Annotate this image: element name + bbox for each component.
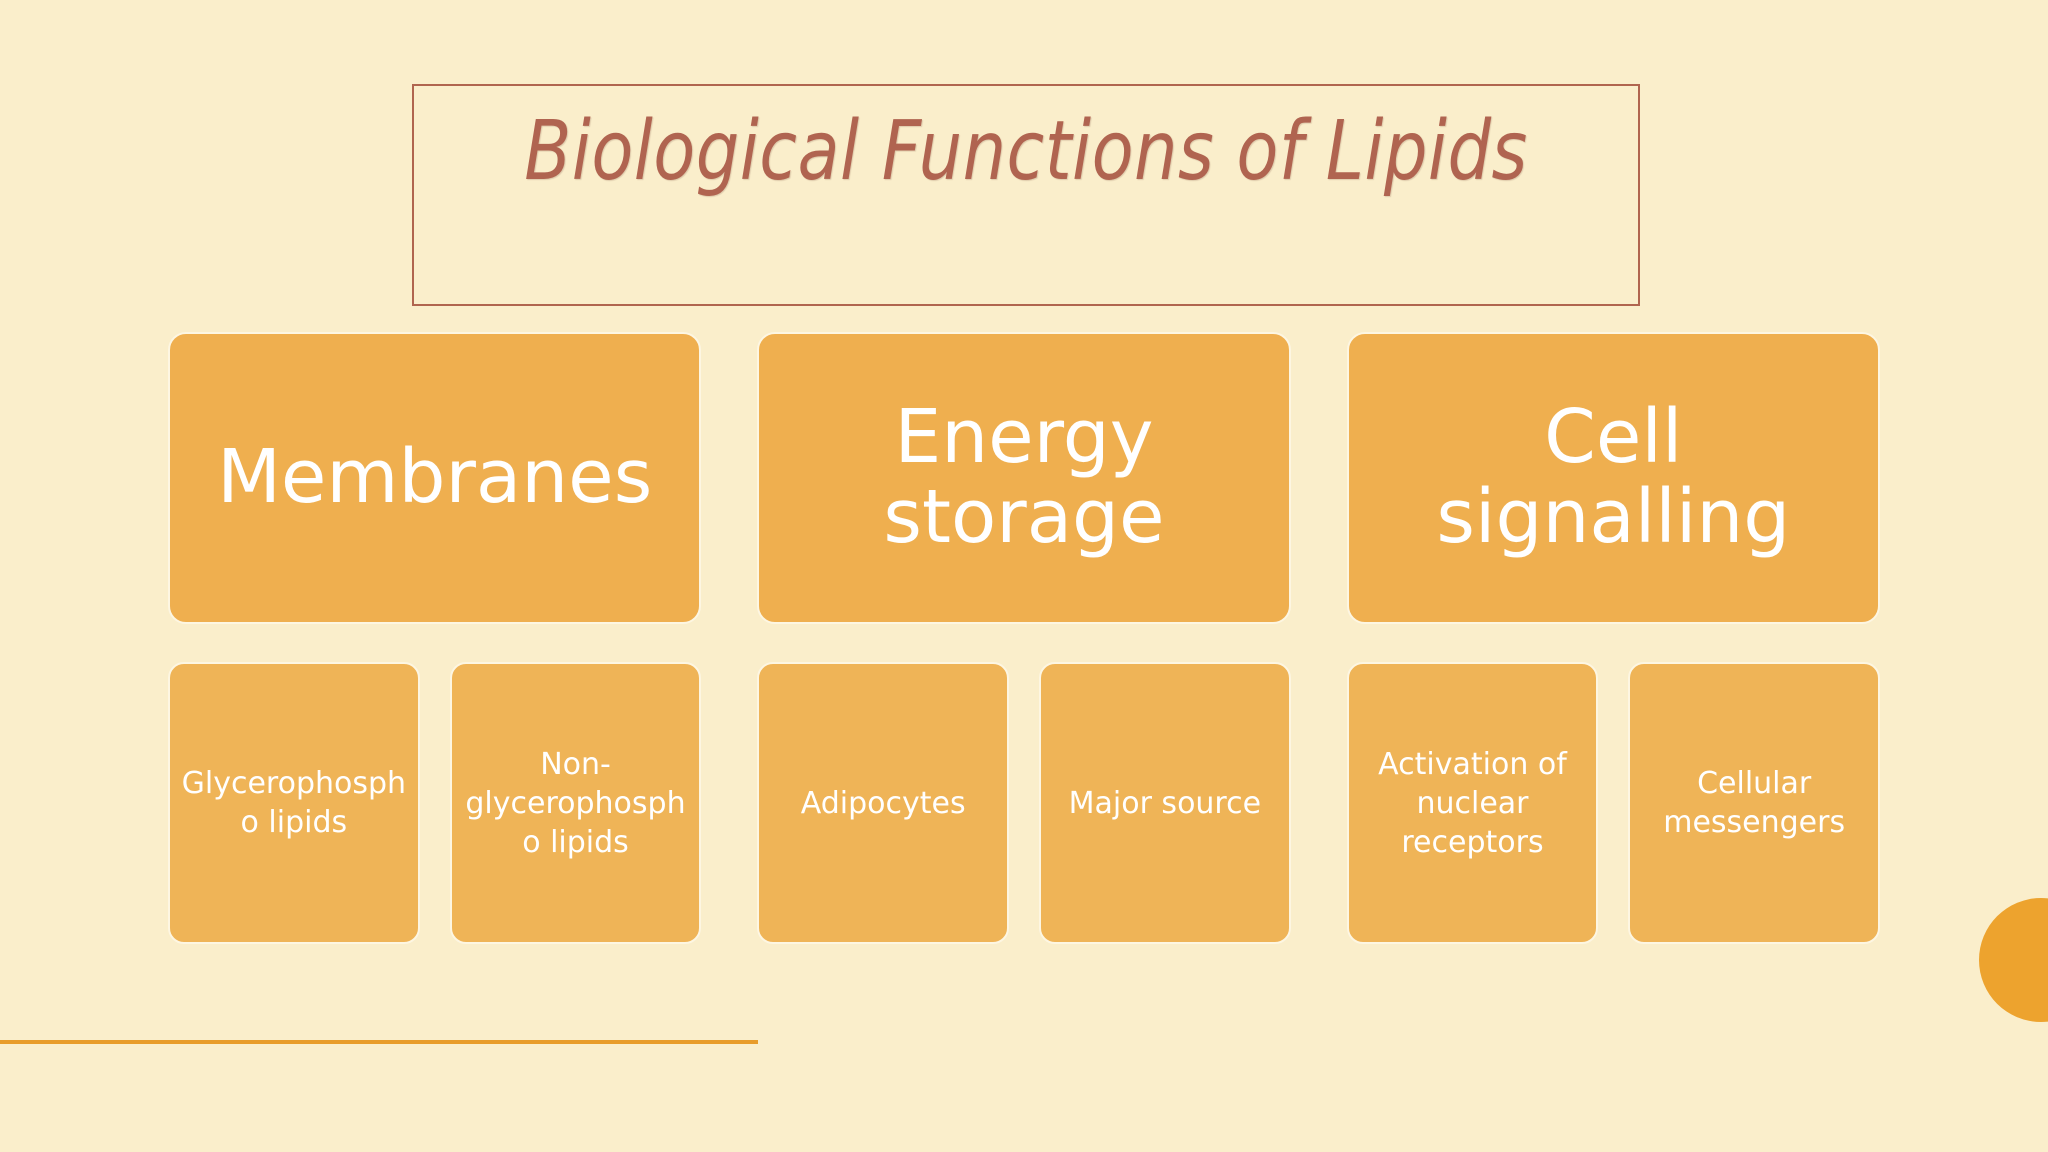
detail-row: Glycerophospho lipids Non-glycerophospho… [168,662,1880,944]
category-card-membranes[interactable]: Membranes [168,332,702,624]
detail-group-energy-storage: Adipocytes Major source [757,662,1291,944]
detail-card-adipocytes[interactable]: Adipocytes [757,662,1009,944]
page-title: Biological Functions of Lipids [524,104,1528,199]
detail-card-glycerophospholipids[interactable]: Glycerophospho lipids [168,662,420,944]
detail-card-activation-nuclear-receptors[interactable]: Activation of nuclear receptors [1346,662,1599,944]
detail-group-membranes: Glycerophospho lipids Non-glycerophospho… [168,662,702,944]
detail-group-cell-signalling: Activation of nuclear receptors Cellular… [1346,662,1880,944]
detail-card-cellular-messengers[interactable]: Cellular messengers [1628,662,1880,944]
detail-card-major-source[interactable]: Major source [1039,662,1291,944]
category-row: Membranes Energy storage Cell signalling [168,332,1880,624]
category-card-cell-signalling[interactable]: Cell signalling [1346,332,1880,624]
detail-card-non-glycerophospholipids[interactable]: Non-glycerophospho lipids [449,662,702,944]
decorative-circle [1979,898,2048,1022]
decorative-rule [0,1040,758,1044]
category-card-energy-storage[interactable]: Energy storage [757,332,1291,624]
title-textbox: Biological Functions of Lipids [412,84,1640,306]
